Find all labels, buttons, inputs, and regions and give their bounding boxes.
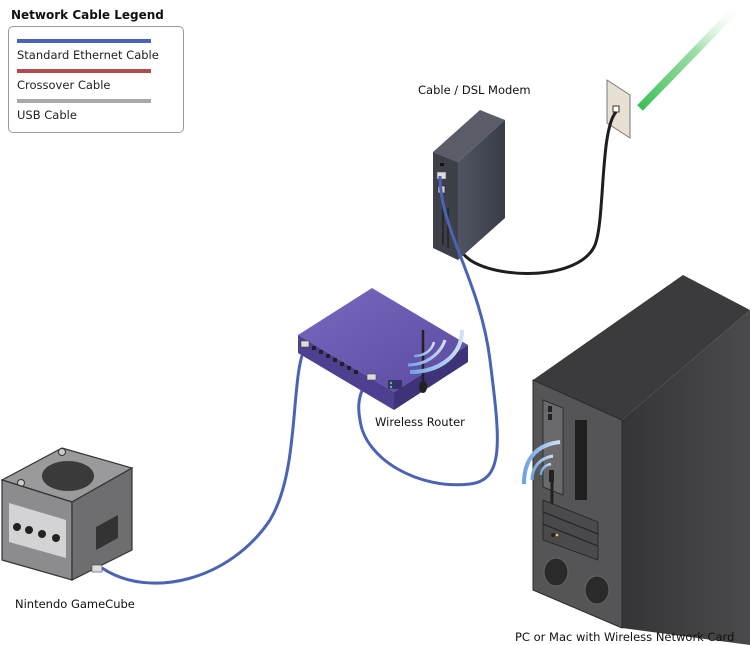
modem-led-icon [440, 163, 444, 166]
wall-jack [606, 79, 631, 139]
pc-fan-icon [584, 575, 610, 605]
gamecube-ethernet-plug-icon [91, 564, 103, 573]
modem-router-cable [357, 175, 499, 487]
legend-label-ethernet: Standard Ethernet Cable [17, 48, 159, 62]
legend-label-crossover: Crossover Cable [17, 78, 111, 92]
router-label: Wireless Router [375, 415, 465, 429]
wireless-router [298, 288, 468, 410]
gamecube-label: Nintendo GameCube [15, 597, 135, 611]
pc-led-icon [555, 533, 559, 537]
pc-vent [575, 420, 587, 500]
router-wifi-waves-icon [407, 329, 464, 374]
controller-port-icon [52, 534, 60, 542]
controller-port-icon [13, 523, 21, 531]
gamecube-lid [42, 461, 94, 491]
modem-label: Cable / DSL Modem [418, 83, 531, 97]
router-wan-plug-icon [366, 373, 377, 381]
legend-box: Standard Ethernet Cable Crossover Cable … [8, 26, 184, 133]
pc-fan-icon [543, 557, 569, 587]
gamecube-vent [96, 515, 118, 550]
pc-wifi-card-connector [549, 470, 554, 482]
router-status-panel [388, 380, 402, 389]
router-led-icon [389, 385, 393, 389]
pc-label: PC or Mac with Wireless Network Card [515, 630, 735, 644]
pc-expansion-slots [542, 499, 599, 561]
legend-label-usb: USB Cable [17, 108, 77, 122]
router-gamecube-cable [101, 346, 307, 585]
legend-swatch-ethernet [17, 39, 151, 43]
internet-line [637, 2, 743, 111]
router-led-icon [389, 381, 393, 385]
nintendo-gamecube [0, 447, 134, 581]
pc-tower [522, 275, 750, 645]
wall-port-icon [612, 105, 620, 113]
legend-title: Network Cable Legend [11, 8, 164, 22]
router-ports [312, 346, 358, 374]
controller-port-icon [25, 526, 33, 534]
pc-wifi-waves-icon [522, 440, 561, 485]
legend-swatch-crossover [17, 69, 151, 73]
router-port-plug-icon [300, 340, 310, 348]
controller-port-icon [38, 530, 46, 538]
modem [433, 110, 505, 260]
legend-swatch-usb [17, 99, 151, 103]
